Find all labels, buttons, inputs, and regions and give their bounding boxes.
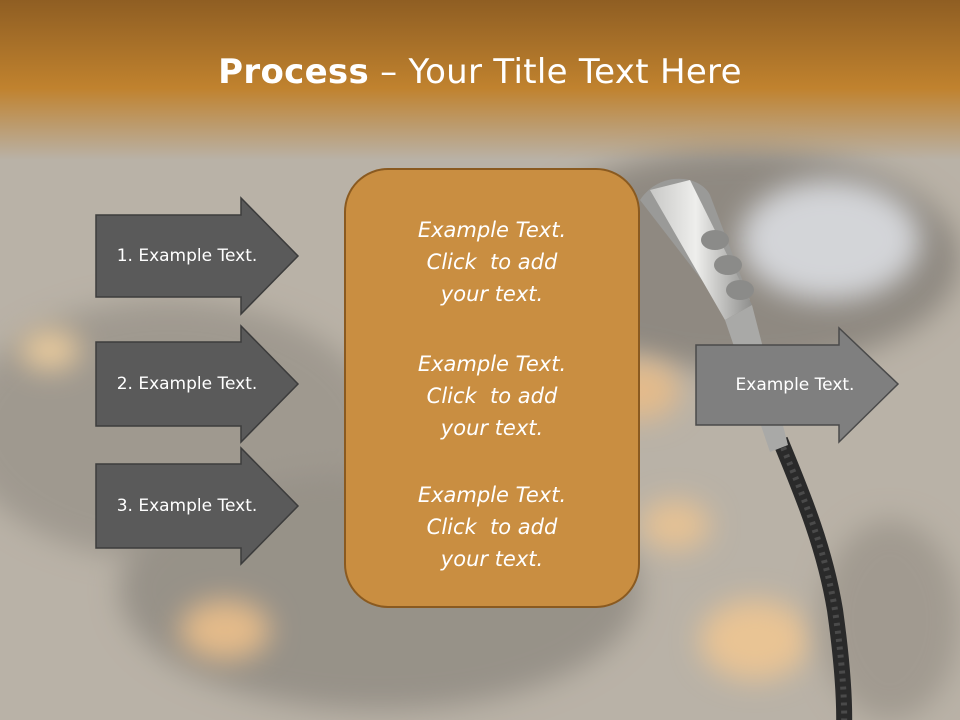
paragraph-line: Click to add xyxy=(426,250,558,274)
paragraph-line: your text. xyxy=(440,282,544,306)
arrow-label: 2. Example Text. xyxy=(116,374,258,394)
arrow-label: 1. Example Text. xyxy=(116,246,258,266)
paragraph-line: Example Text. xyxy=(417,483,567,507)
center-text-box[interactable]: Example Text. Click to add your text. Ex… xyxy=(344,168,640,608)
process-step-arrow-1[interactable]: 1. Example Text. xyxy=(95,196,300,316)
result-arrow[interactable]: Example Text. xyxy=(695,326,900,444)
paragraph-line: your text. xyxy=(440,416,544,440)
microphone-image xyxy=(640,178,853,720)
paragraph-line: Click to add xyxy=(426,515,558,539)
center-paragraph-3: Example Text. Click to add your text. xyxy=(346,479,638,575)
arrow-shape xyxy=(95,324,300,444)
process-step-arrow-2[interactable]: 2. Example Text. xyxy=(95,324,300,444)
paragraph-line: Click to add xyxy=(426,384,558,408)
arrow-shape xyxy=(95,196,300,316)
arrow-label: Example Text. xyxy=(735,375,855,395)
title-bold: Process xyxy=(218,52,370,92)
title-band xyxy=(0,0,960,160)
slide-title: Process – Your Title Text Here xyxy=(0,52,960,92)
arrow-shape xyxy=(95,446,300,566)
center-paragraph-2: Example Text. Click to add your text. xyxy=(346,348,638,444)
paragraph-line: Example Text. xyxy=(417,352,567,376)
arrow-label: 3. Example Text. xyxy=(116,496,258,516)
title-rest: Your Title Text Here xyxy=(408,52,742,92)
paragraph-line: your text. xyxy=(440,547,544,571)
paragraph-line: Example Text. xyxy=(417,218,567,242)
process-step-arrow-3[interactable]: 3. Example Text. xyxy=(95,446,300,566)
title-dash: – xyxy=(369,52,409,92)
center-paragraph-1: Example Text. Click to add your text. xyxy=(346,214,638,310)
arrow-shape xyxy=(695,326,900,444)
